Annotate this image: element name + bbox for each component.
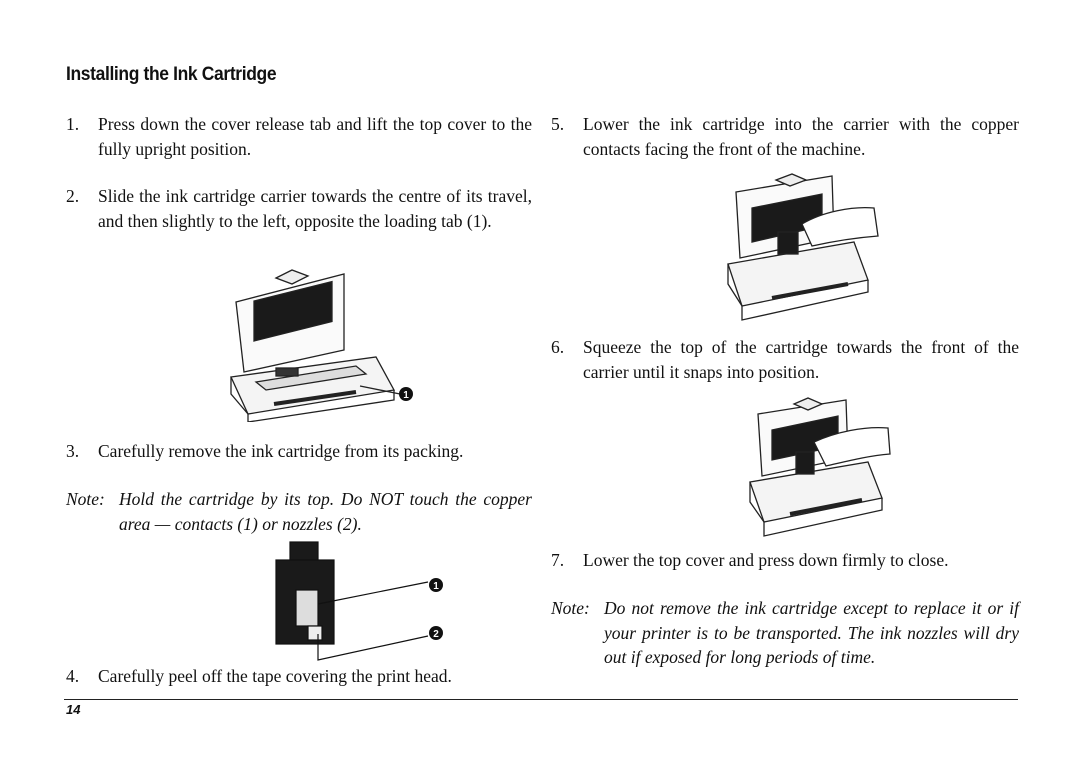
ink-cartridge-illustration: 1 2 xyxy=(275,541,443,661)
note-2: Note: Do not remove the ink cartridge ex… xyxy=(551,596,1019,670)
step-2: 2. Slide the ink cartridge carrier towar… xyxy=(66,184,532,233)
hand-inserting-cartridge-illustration xyxy=(727,173,879,321)
step-text: Carefully peel off the tape covering the… xyxy=(98,666,452,686)
callout-tab: 1 xyxy=(403,390,409,401)
note-1: Note: Hold the cartridge by its top. Do … xyxy=(66,487,532,536)
step-text: Slide the ink cartridge carrier towards … xyxy=(98,186,532,231)
footer-rule xyxy=(64,699,1018,700)
step-number: 1. xyxy=(66,114,80,134)
page-number: 14 xyxy=(66,702,81,717)
step-5: 5. Lower the ink cartridge into the carr… xyxy=(551,112,1019,161)
hand-squeezing-cartridge-illustration xyxy=(749,397,891,537)
callout-nozzles: 2 xyxy=(433,629,439,640)
step-number: 6. xyxy=(551,337,565,357)
step-text: Press down the cover release tab and lif… xyxy=(98,114,532,159)
step-text: Carefully remove the ink cartridge from … xyxy=(98,441,464,461)
step-number: 2. xyxy=(66,186,80,206)
step-number: 5. xyxy=(551,114,565,134)
step-text: Lower the ink cartridge into the carrier… xyxy=(583,114,1019,159)
step-1: 1. Press down the cover release tab and … xyxy=(66,112,532,161)
step-text: Lower the top cover and press down firml… xyxy=(583,550,949,570)
page-title: Installing the Ink Cartridge xyxy=(66,64,277,85)
note-text: Do not remove the ink cartridge except t… xyxy=(604,598,1019,667)
step-text: Squeeze the top of the cartridge towards… xyxy=(583,337,1019,382)
step-number: 4. xyxy=(66,666,80,686)
callout-contacts: 1 xyxy=(433,581,439,592)
printer-open-illustration: 1 xyxy=(230,269,413,422)
note-label: Note: xyxy=(66,489,105,509)
step-4: 4. Carefully peel off the tape covering … xyxy=(66,664,532,689)
step-number: 7. xyxy=(551,550,565,570)
step-7: 7. Lower the top cover and press down fi… xyxy=(551,548,1019,573)
note-text: Hold the cartridge by its top. Do NOT to… xyxy=(119,489,532,534)
step-6: 6. Squeeze the top of the cartridge towa… xyxy=(551,335,1019,384)
step-3: 3. Carefully remove the ink cartridge fr… xyxy=(66,439,532,464)
step-number: 3. xyxy=(66,441,80,461)
note-label: Note: xyxy=(551,598,590,618)
